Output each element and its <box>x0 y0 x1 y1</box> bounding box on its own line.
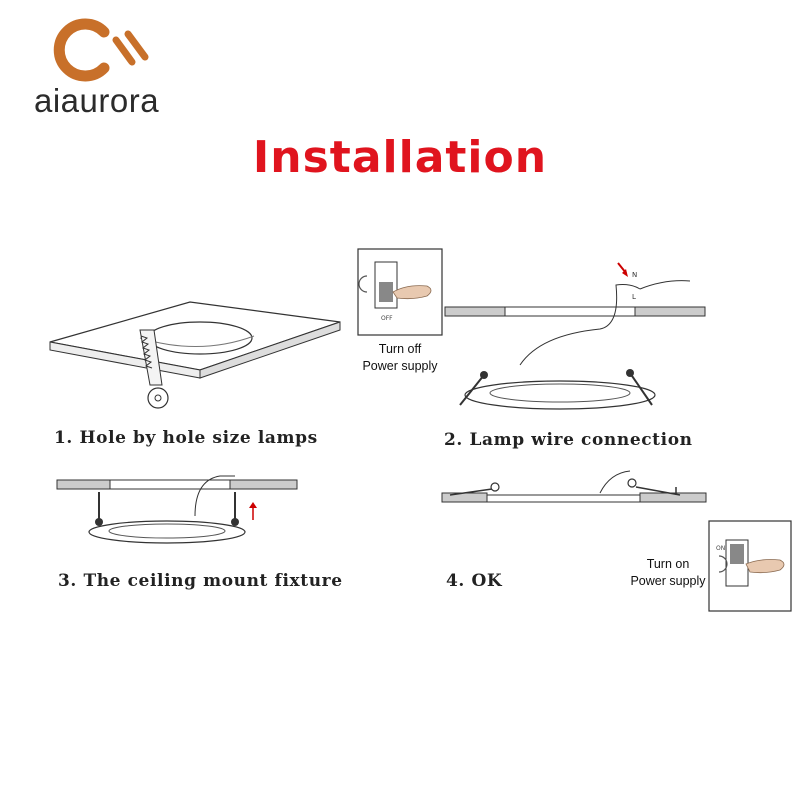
step-4-label: 4. OK <box>446 571 503 591</box>
step-3-label: 3. The ceiling mount fixture <box>58 571 343 591</box>
brand-name: aiaurora <box>34 82 160 119</box>
ceiling-mount-fixture-icon <box>56 475 298 544</box>
page-title: Installation <box>252 132 548 183</box>
turn-off-label: Turn off Power supply <box>343 341 457 375</box>
wire-n-label: N <box>632 271 637 279</box>
saw-cutting-ceiling-icon <box>49 301 341 409</box>
turn-off-line2: Power supply <box>362 359 438 373</box>
turn-on-label: Turn on Power supply <box>620 556 716 590</box>
installed-panel-icon <box>441 470 707 503</box>
switch-off-caption: OFF <box>381 315 393 322</box>
power-on-switch-icon: ON <box>708 520 792 612</box>
turn-off-line1: Turn off <box>378 342 422 356</box>
wire-l-label: L <box>632 293 636 301</box>
lamp-wire-connection-icon: N L <box>444 262 706 410</box>
turn-on-line2: Power supply <box>630 574 706 588</box>
aiaurora-logo-icon <box>53 18 149 82</box>
switch-on-caption: ON <box>716 545 725 552</box>
turn-on-line1: Turn on <box>646 557 690 571</box>
step-1-label: 1. Hole by hole size lamps <box>54 428 318 448</box>
power-off-switch-icon: OFF <box>357 248 443 336</box>
step-2-label: 2. Lamp wire connection <box>444 430 693 450</box>
